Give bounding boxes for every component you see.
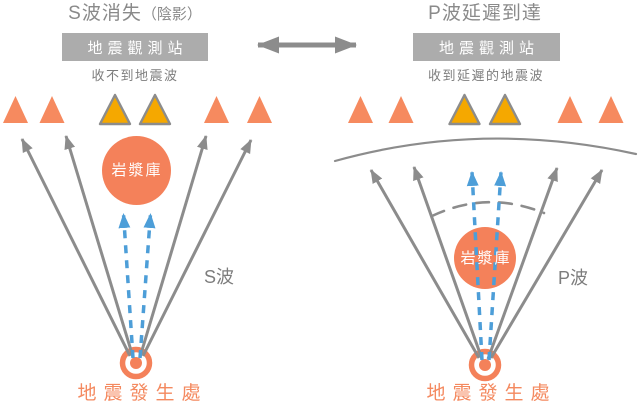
- s-wave-arrow: [141, 139, 253, 357]
- epicenter-icon: [119, 346, 153, 380]
- wavefront-arc: [333, 137, 638, 163]
- left-status-label: 收不到地震波: [91, 68, 179, 83]
- right-panel-title: P波延遲到達: [428, 3, 542, 24]
- delayed-zone-station-triangle-icon: [488, 93, 522, 126]
- left-panel-title: S波消失（陰影）: [68, 4, 202, 23]
- delayed-wavefront-dashed-arc: [430, 200, 546, 218]
- magma-chamber-circle: [102, 136, 171, 205]
- delayed-p-wave-dashed-arrow: [487, 171, 507, 361]
- magma-chamber-label: 岩漿庫: [111, 162, 163, 179]
- shadow-zone-station-triangle-icon: [138, 93, 172, 126]
- s-wave-arrow: [20, 138, 132, 357]
- p-wave-arrow: [412, 166, 484, 360]
- earthquake-source-label: 地震發生處: [77, 383, 208, 404]
- station-triangle-icon: [39, 96, 65, 123]
- magma-chamber-label: 岩漿庫: [460, 250, 512, 267]
- p-wave-arrow: [486, 167, 559, 360]
- right-status-label: 收到延遲的地震波: [427, 68, 545, 83]
- right-station-row: [348, 93, 624, 126]
- p-wave-rays: [369, 166, 604, 360]
- station-triangle-icon: [557, 96, 583, 123]
- seismic-station-box: 地震觀測站: [62, 33, 208, 61]
- blocked-s-wave-group: [118, 213, 156, 359]
- left-title-main: S波消失: [68, 3, 142, 24]
- station-triangle-icon: [598, 96, 624, 123]
- earthquake-source-label: 地震發生處: [426, 383, 557, 404]
- blocked-s-wave-dashed-arrow: [118, 213, 135, 359]
- seismic-station-label: 地震觀測站: [438, 39, 539, 57]
- delayed-zone-station-triangle-icon: [448, 93, 481, 126]
- p-wave-arrow: [369, 169, 481, 359]
- epicenter-icon: [468, 348, 502, 382]
- magma-chamber-circle: [454, 227, 516, 289]
- delayed-p-wave-dashed-arrow: [466, 171, 484, 361]
- station-triangle-icon: [204, 96, 229, 123]
- station-triangle-icon: [388, 96, 414, 123]
- station-triangle-icon: [247, 96, 272, 123]
- station-triangle-icon: [348, 96, 373, 123]
- s-wave-rays: [20, 135, 253, 358]
- left-title-suffix: （陰影）: [141, 6, 202, 23]
- blocked-s-wave-dashed-arrow: [138, 213, 156, 359]
- seismic-station-box: 地震觀測站: [413, 33, 560, 61]
- left-station-row: [3, 93, 272, 126]
- station-triangle-icon: [3, 96, 28, 123]
- p-wave-label: P波: [557, 268, 589, 288]
- s-wave-arrow: [138, 135, 208, 358]
- s-wave-label: S波: [203, 267, 235, 287]
- delayed-p-wave-group: [466, 171, 507, 361]
- s-wave-arrow: [64, 135, 135, 358]
- p-wave-arrow: [489, 169, 604, 359]
- seismic-station-label: 地震觀測站: [87, 39, 188, 57]
- shadow-zone-station-triangle-icon: [98, 93, 132, 126]
